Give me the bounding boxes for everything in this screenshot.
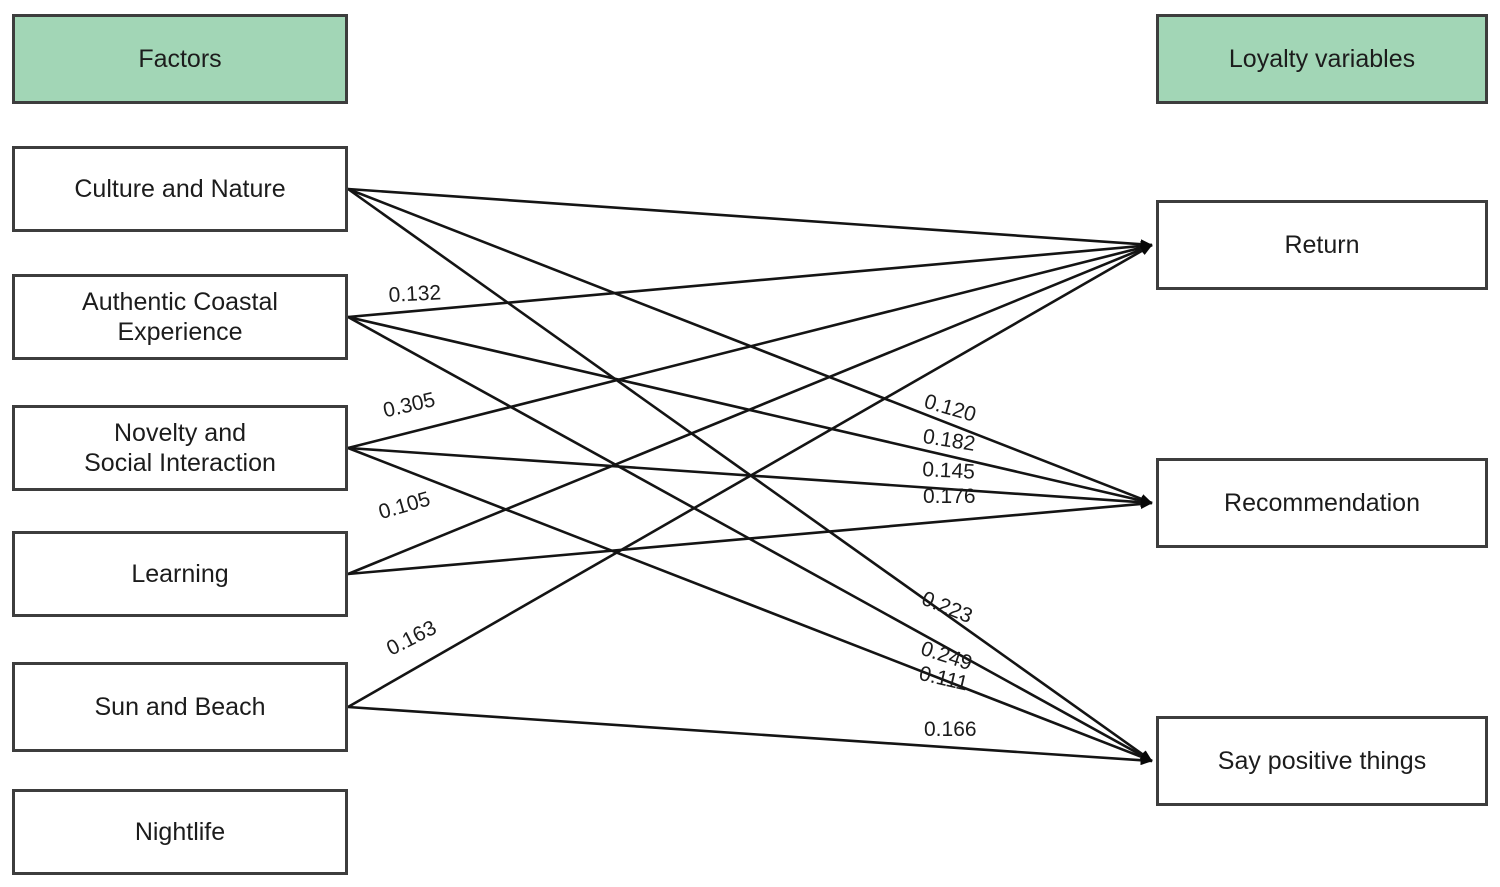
node-culture-and-nature-label: Culture and Nature xyxy=(74,174,286,203)
column-header-factors: Factors xyxy=(12,14,348,104)
node-return[interactable]: Return xyxy=(1156,200,1488,290)
node-say-positive-things-label: Say positive things xyxy=(1217,746,1427,775)
node-nightlife-label: Nightlife xyxy=(134,817,226,846)
node-sun-and-beach-label: Sun and Beach xyxy=(94,692,266,721)
node-authentic-coastal-experience-label: Authentic Coastal Experience xyxy=(82,287,278,347)
edge-culture-to-return xyxy=(347,187,1153,250)
node-recommendation-label: Recommendation xyxy=(1224,488,1420,517)
node-say-positive-things[interactable]: Say positive things xyxy=(1156,716,1488,806)
node-novelty-and-social-interaction[interactable]: Novelty and Social Interaction xyxy=(12,405,348,491)
edge-coefficient-label: 0.176 xyxy=(923,485,976,508)
edge-sun-to-saypositive xyxy=(347,705,1153,766)
edge-novelty-to-saypositive xyxy=(347,446,1153,763)
node-return-label: Return xyxy=(1284,230,1360,259)
edge-culture-to-recommendation xyxy=(347,187,1153,505)
edge-authentic-to-recommendation xyxy=(347,315,1153,506)
node-culture-and-nature[interactable]: Culture and Nature xyxy=(12,146,348,232)
node-nightlife[interactable]: Nightlife xyxy=(12,789,348,875)
edge-coefficient-label: 0.145 xyxy=(921,458,976,484)
column-header-loyalty-variables: Loyalty variables xyxy=(1156,14,1488,104)
column-header-loyalty-variables-label: Loyalty variables xyxy=(1228,44,1416,73)
edge-authentic-to-return xyxy=(347,241,1153,319)
edge-coefficient-label: 0.166 xyxy=(924,718,977,741)
node-learning[interactable]: Learning xyxy=(12,531,348,617)
edge-culture-to-saypositive xyxy=(347,187,1153,763)
node-novelty-and-social-interaction-label: Novelty and Social Interaction xyxy=(84,418,276,478)
edge-coefficient-label: 0.132 xyxy=(388,281,442,307)
node-learning-label: Learning xyxy=(131,559,229,588)
node-sun-and-beach[interactable]: Sun and Beach xyxy=(12,662,348,752)
edge-authentic-to-saypositive xyxy=(347,315,1153,763)
node-recommendation[interactable]: Recommendation xyxy=(1156,458,1488,548)
node-authentic-coastal-experience[interactable]: Authentic Coastal Experience xyxy=(12,274,348,360)
column-header-factors-label: Factors xyxy=(138,44,222,73)
